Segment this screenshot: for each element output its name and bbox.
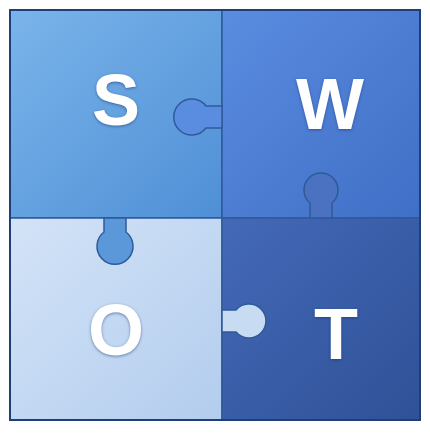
swot-piece: W (288, 62, 372, 146)
swot-piece: S (84, 58, 148, 142)
swot-letter: S (92, 64, 140, 136)
swot-piece: O (80, 288, 152, 372)
swot-piece: T (306, 292, 366, 376)
swot-letter: T (314, 298, 358, 370)
swot-letter: W (296, 68, 364, 140)
swot-letter: O (88, 294, 144, 366)
